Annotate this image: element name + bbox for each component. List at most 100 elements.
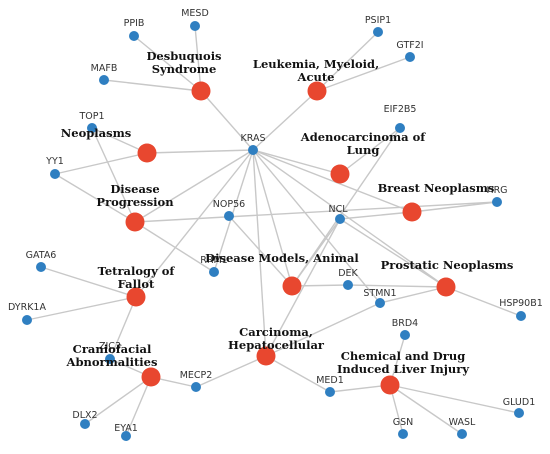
gene-label-hrg: HRG [486, 185, 507, 196]
disease-label-breast: Breast Neoplasms [378, 181, 495, 195]
gene-node-ppib[interactable] [129, 31, 139, 41]
disease-label-prostatic: Prostatic Neoplasms [381, 258, 514, 272]
disease-label-line: Neoplasms [61, 126, 131, 140]
disease-label-line: Prostatic Neoplasms [381, 258, 514, 272]
edge-kras-rrm1 [213, 149, 254, 273]
gene-node-mafb[interactable] [99, 75, 109, 85]
disease-node-desbuquois[interactable] [191, 81, 211, 101]
gene-label-nop56: NOP56 [213, 199, 245, 210]
edge-gtf2i-leukemia [316, 56, 411, 92]
disease-node-craniofacial[interactable] [141, 367, 161, 387]
gene-label-ncl: NCL [328, 204, 348, 215]
disease-label-line: Chemical and Drug [341, 349, 465, 363]
gene-node-mecp2[interactable] [191, 382, 201, 392]
disease-node-neoplasms[interactable] [137, 143, 157, 163]
disease-node-prostatic[interactable] [436, 277, 456, 297]
edge-dlx2-craniofacial [84, 376, 152, 425]
gene-label-ppib: PPIB [124, 18, 145, 29]
edge-zic3-tetralogy [109, 296, 137, 360]
gene-label-med1: MED1 [316, 375, 344, 386]
disease-node-models[interactable] [282, 276, 302, 296]
gene-node-psip1[interactable] [373, 27, 383, 37]
edge-kras-desbuquois [200, 90, 254, 151]
gene-label-eya1: EYA1 [114, 423, 138, 434]
disease-node-tetralogy[interactable] [126, 287, 146, 307]
disease-label-line: Lung [347, 143, 380, 157]
gene-label-mesd: MESD [181, 8, 209, 19]
disease-label-leukemia: Leukemia, Myeloid,Acute [253, 57, 379, 84]
disease-label-line: Syndrome [152, 62, 217, 76]
gene-node-rrm1[interactable] [209, 267, 219, 277]
disease-node-adenocarcinoma[interactable] [330, 164, 350, 184]
edge-ncl-prostatic [339, 218, 447, 288]
edge-med1-liver [329, 384, 391, 393]
disease-label-line: Disease [110, 182, 159, 196]
disease-node-progression[interactable] [125, 212, 145, 232]
gene-node-gtf2i[interactable] [405, 52, 415, 62]
edge-glud1-liver [389, 384, 520, 414]
disease-label-models: Disease Models, Animal [205, 251, 359, 265]
edge-mecp2-carcinoma [195, 355, 267, 388]
gene-node-glud1[interactable] [514, 408, 524, 418]
gene-node-med1[interactable] [325, 387, 335, 397]
gene-node-dlx2[interactable] [80, 419, 90, 429]
gene-label-gtf2i: GTF2I [396, 40, 423, 51]
edge-yy1-progression [54, 173, 136, 223]
gene-label-zic3: ZIC3 [99, 341, 121, 352]
gene-label-hsp90b1: HSP90B1 [499, 298, 543, 309]
edge-psip1-leukemia [316, 31, 379, 92]
gene-node-mesd[interactable] [190, 21, 200, 31]
gene-label-wasl: WASL [449, 417, 476, 428]
disease-label-line: Abnormalities [66, 355, 158, 369]
gene-label-stmn1: STMN1 [363, 288, 396, 299]
edge-yy1-neoplasms [54, 152, 148, 175]
gene-node-gsn[interactable] [398, 429, 408, 439]
gene-node-top1[interactable] [87, 123, 97, 133]
edge-stmn1-carcinoma [265, 302, 381, 357]
gene-node-wasl[interactable] [457, 429, 467, 439]
gene-node-yy1[interactable] [50, 169, 60, 179]
gene-node-kras[interactable] [248, 145, 258, 155]
gene-node-eya1[interactable] [121, 431, 131, 441]
edge-dek-prostatic [347, 284, 447, 288]
edge-kras-progression [134, 149, 254, 223]
edge-hrg-progression [134, 201, 498, 223]
gene-node-zic3[interactable] [105, 354, 115, 364]
disease-label-line: Carcinoma, [239, 325, 313, 339]
edge-hsp90b1-prostatic [445, 286, 522, 317]
gene-label-rrm1: RRM1 [200, 255, 227, 266]
gene-node-eif2b5[interactable] [395, 123, 405, 133]
gene-label-gata6: GATA6 [26, 250, 57, 261]
gene-label-dlx2: DLX2 [72, 410, 97, 421]
gene-node-dyrk1a[interactable] [22, 315, 32, 325]
edge-kras-prostatic [252, 149, 447, 288]
disease-node-carcinoma[interactable] [256, 346, 276, 366]
edge-kras-stmn1 [252, 149, 381, 304]
label-layer: KRASPPIBMESDPSIP1GTF2IMAFBEIF2B5TOP1YY1H… [8, 8, 543, 434]
disease-label-line: Acute [297, 70, 335, 84]
edge-kras-carcinoma [252, 149, 267, 357]
gene-label-psip1: PSIP1 [365, 15, 391, 26]
edge-kras-adenocarcinoma [252, 149, 341, 175]
disease-node-breast[interactable] [402, 202, 422, 222]
disease-node-leukemia[interactable] [307, 81, 327, 101]
gene-node-hsp90b1[interactable] [516, 311, 526, 321]
gene-node-nop56[interactable] [224, 211, 234, 221]
disease-node-liver[interactable] [380, 375, 400, 395]
gene-node-dek[interactable] [343, 280, 353, 290]
disease-label-neoplasms: Neoplasms [61, 126, 131, 140]
gene-label-brd4: BRD4 [392, 318, 418, 329]
gene-node-brd4[interactable] [400, 330, 410, 340]
gene-node-stmn1[interactable] [375, 298, 385, 308]
edge-top1-progression [91, 127, 136, 223]
disease-label-carcinoma: Carcinoma,Hepatocellular [228, 325, 325, 352]
gene-node-gata6[interactable] [36, 262, 46, 272]
gene-node-hrg[interactable] [492, 197, 502, 207]
edge-stmn1-prostatic [379, 286, 447, 304]
gene-node-ncl[interactable] [335, 214, 345, 224]
gene-label-dek: DEK [338, 268, 358, 279]
